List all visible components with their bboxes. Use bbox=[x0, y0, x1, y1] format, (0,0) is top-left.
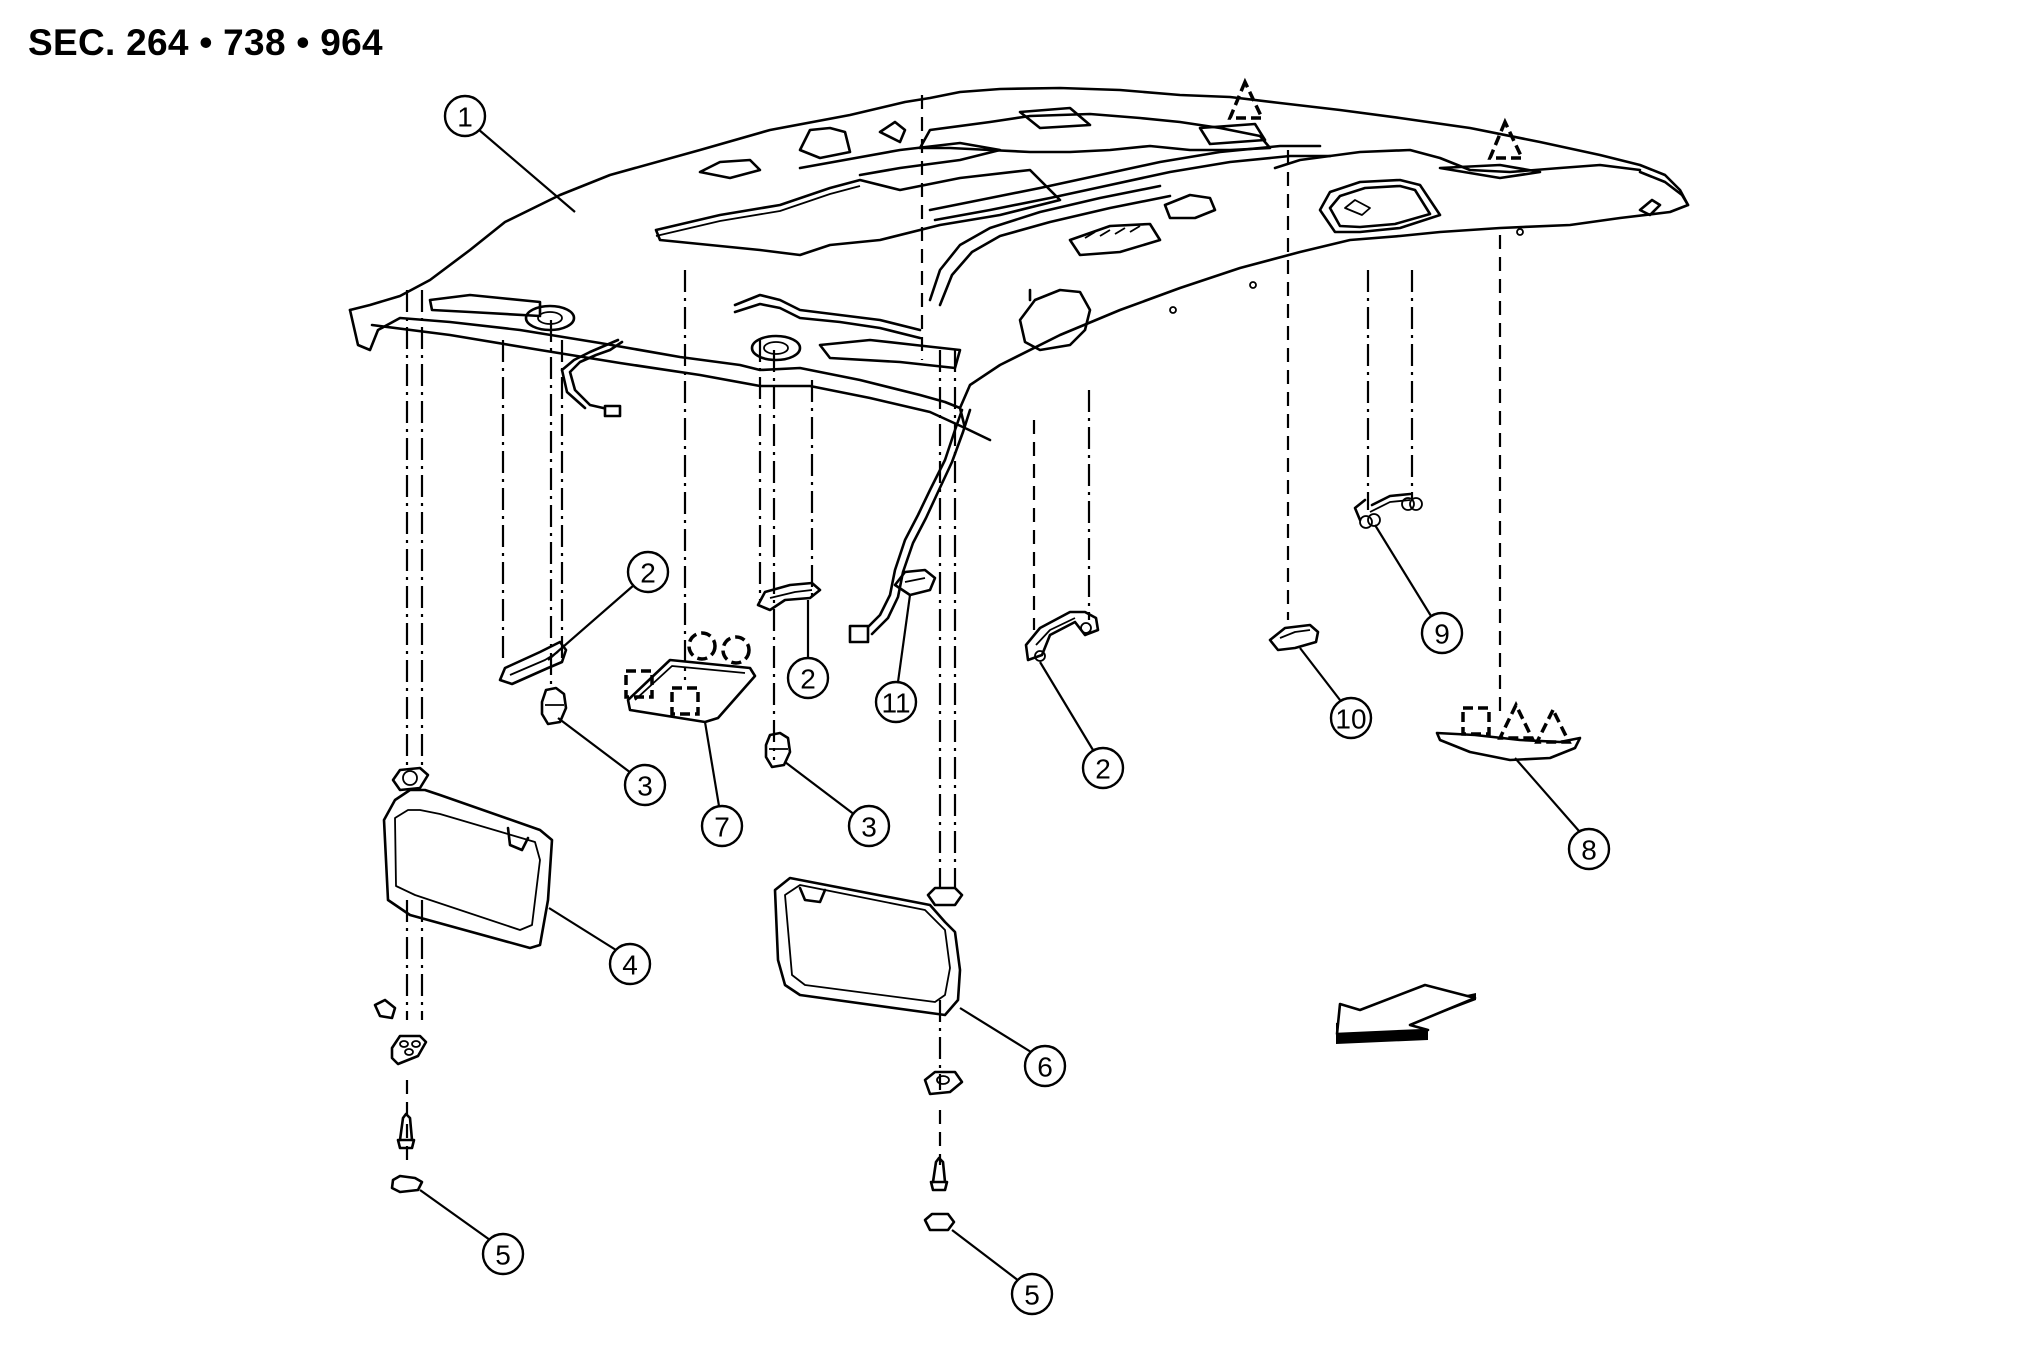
svg-text:9: 9 bbox=[1434, 619, 1450, 650]
svg-text:11: 11 bbox=[881, 688, 910, 719]
svg-text:6: 6 bbox=[1037, 1052, 1053, 1083]
metal-clip-symbol-icon bbox=[1227, 77, 1265, 120]
metal-clip-symbol-icon bbox=[1497, 700, 1535, 740]
svg-text:3: 3 bbox=[637, 771, 653, 802]
callout-2: 2 bbox=[786, 656, 830, 700]
svg-text:3: 3 bbox=[861, 812, 877, 843]
headlining-panel bbox=[348, 86, 1690, 644]
coat-hook-part bbox=[1353, 492, 1423, 529]
section-label: SEC. 264 • 738 • 964 bbox=[28, 22, 383, 63]
callout-5: 5 bbox=[481, 1232, 525, 1276]
sun-visor-holder-part bbox=[540, 686, 568, 726]
assist-grip-part bbox=[756, 581, 822, 612]
callout-4: 4 bbox=[608, 942, 652, 986]
room-lamp-part bbox=[1268, 623, 1320, 652]
svg-text:7: 7 bbox=[714, 812, 730, 843]
callout-2: 2 bbox=[626, 550, 670, 594]
callout-3: 3 bbox=[847, 804, 891, 848]
front-arrow-icon bbox=[1335, 983, 1477, 1044]
rear-trim-finisher-part bbox=[1435, 700, 1582, 762]
callout-3: 3 bbox=[623, 763, 667, 807]
metal-clip-symbol-icon bbox=[1534, 706, 1572, 744]
svg-text:1: 1 bbox=[457, 102, 473, 133]
svg-text:2: 2 bbox=[800, 664, 816, 695]
svg-text:4: 4 bbox=[622, 950, 638, 981]
callout-5: 5 bbox=[1010, 1272, 1054, 1316]
svg-text:10: 10 bbox=[1335, 704, 1366, 735]
map-lamp-part bbox=[624, 631, 757, 724]
svg-text:5: 5 bbox=[495, 1240, 511, 1271]
visor-bracket-rh bbox=[923, 1070, 964, 1096]
svg-text:2: 2 bbox=[640, 558, 656, 589]
visor-bracket-lh bbox=[373, 998, 428, 1066]
cover-lh bbox=[390, 1174, 424, 1194]
clip-symbol-icon bbox=[1461, 706, 1491, 736]
callout-9: 9 bbox=[1420, 611, 1464, 655]
callout-8: 8 bbox=[1567, 827, 1611, 871]
callout-1: 1 bbox=[443, 94, 487, 138]
assist-grip-part bbox=[1024, 610, 1100, 662]
svg-text:8: 8 bbox=[1581, 835, 1597, 866]
sun-visor-lh-part bbox=[382, 766, 554, 950]
callout-7: 7 bbox=[700, 804, 744, 848]
callout-11: 11 bbox=[874, 680, 918, 724]
callout-6: 6 bbox=[1023, 1044, 1067, 1088]
cover-rh bbox=[923, 1212, 956, 1232]
installation-lines bbox=[405, 95, 1502, 1165]
callout-2: 2 bbox=[1081, 746, 1125, 790]
leader-lines bbox=[419, 128, 1580, 1282]
callout-10: 10 bbox=[1329, 696, 1373, 740]
screw-rh bbox=[929, 1156, 949, 1192]
assist-grip-part bbox=[498, 640, 568, 686]
sun-visor-holder-part bbox=[764, 731, 792, 769]
svg-text:5: 5 bbox=[1024, 1280, 1040, 1311]
sun-visor-rh-part bbox=[773, 876, 964, 1017]
metal-clip-symbol-icon bbox=[1487, 117, 1525, 160]
screw-lh bbox=[396, 1112, 416, 1150]
svg-text:2: 2 bbox=[1095, 754, 1111, 785]
